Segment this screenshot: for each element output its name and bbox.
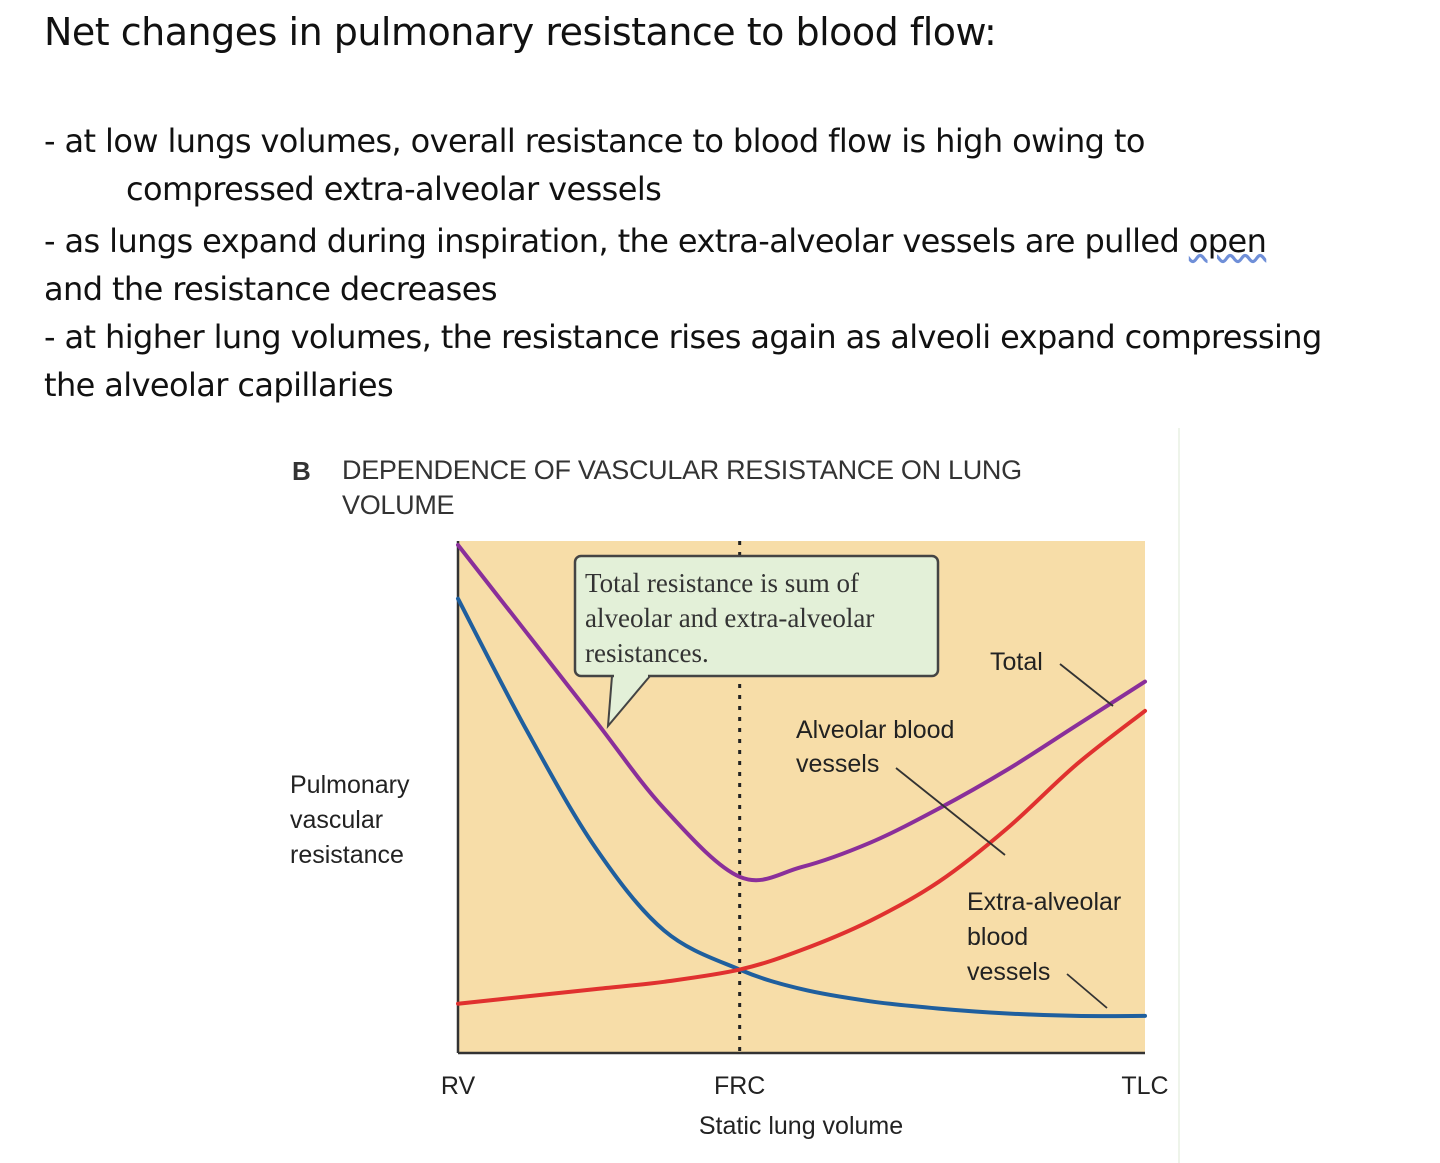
x-tick-labels: RV FRC TLC [441,1072,1169,1100]
callout-pointer [606,675,651,730]
bullet-expand: - as lungs expand during inspiration, th… [44,217,1267,265]
callout-line-3: resistances. [585,638,709,668]
leader-total [1059,663,1114,707]
label-extra-alveolar-1: Extra-alveolar [967,888,1121,916]
x-tick-rv: RV [441,1072,476,1100]
callout-box [573,554,940,678]
x-tick-frc: FRC [714,1072,765,1100]
label-total: Total [990,648,1043,676]
label-extra-alveolar-2: blood [967,923,1028,951]
y-label-2: vascular [290,806,383,834]
callout-line-2: alveolar and extra-alveolar [585,603,874,633]
bullet-expand-cont: and the resistance decreases [44,270,498,308]
leader-alveolar [895,767,1006,856]
figure-title: DEPENDENCE OF VASCULAR RESISTANCE ON LUN… [342,455,1022,520]
bullet-low-volume-cont: compressed extra-alveolar vessels [126,170,662,208]
leader-extra-alveolar [1066,973,1108,1009]
bullet-high-volume: - at higher lung volumes, the resistance… [44,318,1322,356]
x-axis-label: Static lung volume [699,1112,903,1140]
label-extra-alveolar-3: vessels [967,958,1050,986]
series-line-total [456,543,1147,883]
label-alveolar-1: Alveolar blood [796,716,954,744]
bullet-high-volume-cont: the alveolar capillaries [44,366,394,404]
bullet-low-volume: - at low lungs volumes, overall resistan… [44,122,1145,160]
label-alveolar-2: vessels [796,750,879,778]
figure-divider [1178,428,1180,1163]
figure-letter: B [292,456,311,486]
callout-line-1: Total resistance is sum of [585,568,859,598]
series-layer [456,543,1147,1019]
y-label-1: Pulmonary [290,771,410,799]
y-label-3: resistance [290,841,404,869]
series-line-alveolar [456,708,1147,1006]
series-line-extra-alveolar [456,596,1147,1019]
x-tick-tlc: TLC [1121,1072,1168,1100]
slide-title: Net changes in pulmonary resistance to b… [44,10,997,54]
spellcheck-word: open [1188,222,1267,260]
bullet-expand-text: - as lungs expand during inspiration, th… [44,222,1189,260]
